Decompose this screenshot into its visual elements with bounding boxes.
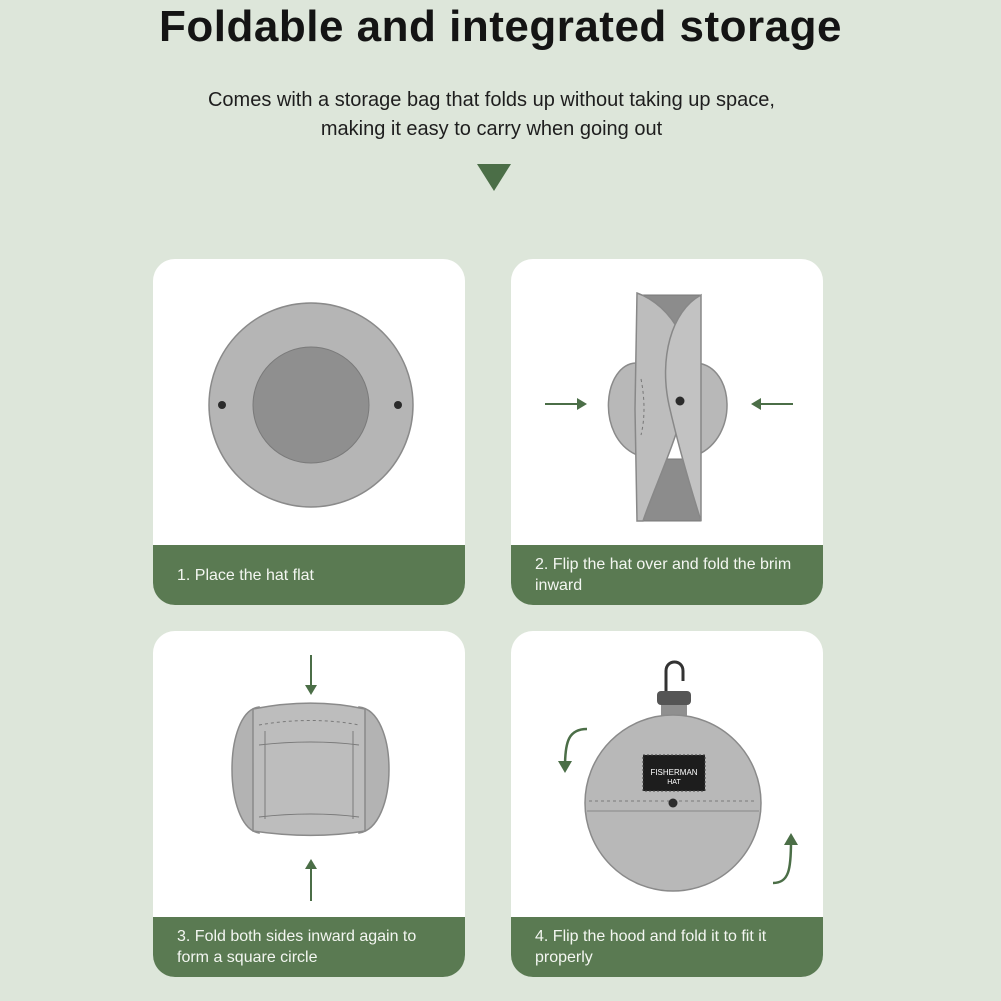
tag-text-line-2: HAT bbox=[667, 779, 681, 786]
subtitle-line-2: making it easy to carry when going out bbox=[320, 118, 663, 140]
page-title: Foldable and integrated storage bbox=[159, 2, 842, 51]
fold-brim-icon bbox=[545, 291, 793, 522]
flat-hat-icon bbox=[208, 302, 414, 508]
fold-square-icon bbox=[231, 655, 390, 901]
step-card-2: 2. Flip the hat over and fold the brim i… bbox=[511, 259, 823, 605]
step-label-2: 2. Flip the hat over and fold the brim i… bbox=[511, 545, 823, 605]
step-label-4: 4. Flip the hood and fold it to fit it p… bbox=[511, 917, 823, 977]
step-card-3: 3. Fold both sides inward again to form … bbox=[153, 631, 465, 977]
subtitle-line-1: Comes with a storage bag that folds up w… bbox=[207, 89, 775, 111]
tag-text-line-1: FISHERMAN bbox=[650, 768, 697, 777]
step-label-3: 3. Fold both sides inward again to form … bbox=[153, 917, 465, 977]
storage-bag-icon: FISHERMAN HAT bbox=[558, 660, 798, 892]
page-subtitle: Comes with a storage bag that folds up w… bbox=[0, 86, 983, 144]
triangle-down-icon bbox=[477, 164, 511, 191]
hook-icon bbox=[657, 660, 691, 723]
step-label-1: 1. Place the hat flat bbox=[153, 545, 465, 605]
step-card-4: FISHERMAN HAT 4. Flip the hood and fold … bbox=[511, 631, 823, 977]
step-card-1: 1. Place the hat flat bbox=[153, 259, 465, 605]
